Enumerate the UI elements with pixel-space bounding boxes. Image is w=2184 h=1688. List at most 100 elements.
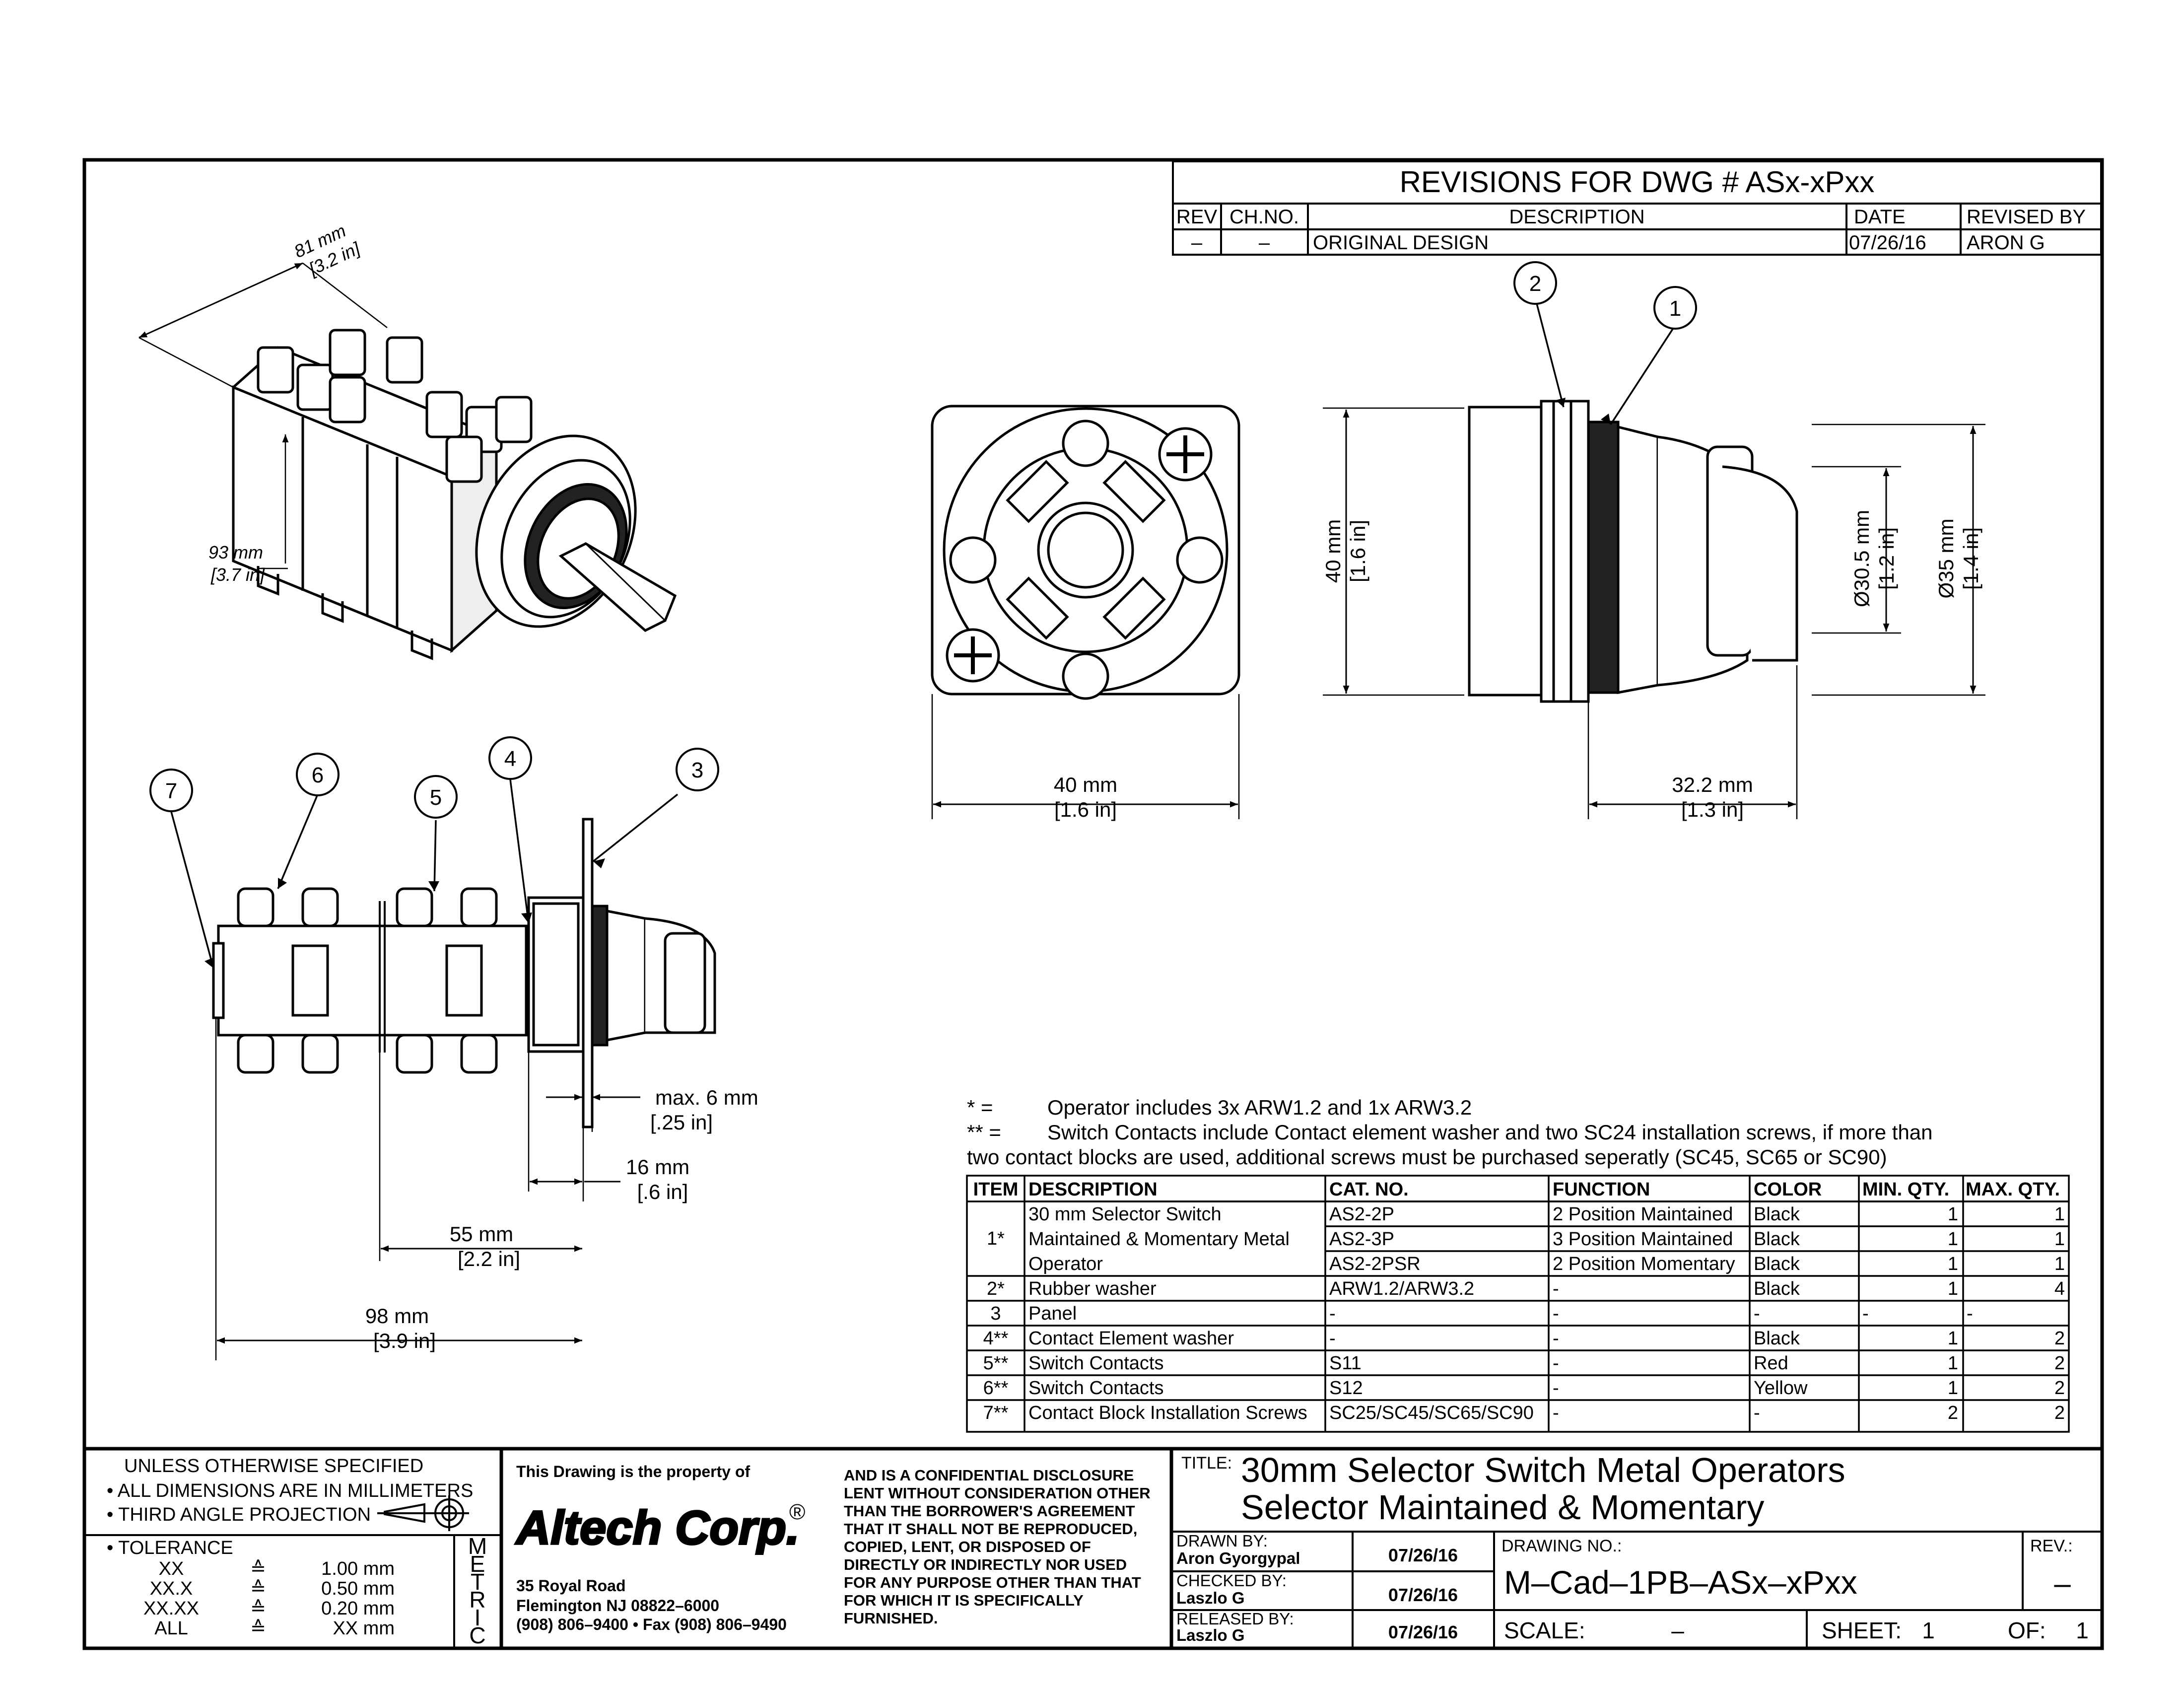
svg-text:0.50 mm: 0.50 mm	[321, 1578, 395, 1599]
rev-header-description: DESCRIPTION	[1509, 206, 1644, 228]
svg-text:-: -	[1553, 1303, 1559, 1324]
released-by-label: RELEASED BY:	[1176, 1610, 1294, 1628]
note-1-symbol: * =	[967, 1096, 993, 1119]
dim-front-width: 40 mm	[1054, 773, 1117, 796]
dim-dia2: Ø35 mm	[1934, 518, 1958, 598]
unless-specified: UNLESS OTHERWISE SPECIFIED	[124, 1456, 423, 1477]
drawing-no: M–Cad–1PB–ASx–xPxx	[1504, 1564, 1857, 1601]
title-label: TITLE:	[1181, 1454, 1232, 1473]
svg-text:E: E	[470, 1551, 485, 1577]
svg-text:-: -	[1553, 1403, 1559, 1423]
rev-header-date: DATE	[1854, 206, 1906, 228]
svg-text:2 Position Maintained: 2 Position Maintained	[1553, 1204, 1733, 1225]
released-by: Laszlo G	[1176, 1626, 1245, 1644]
sheet-value: 1	[1922, 1618, 1935, 1643]
bom-row-5: 5** Switch Contacts S11 - Red 1 2	[983, 1353, 2065, 1374]
svg-text:1: 1	[1948, 1229, 1958, 1250]
bom-header-color: COLOR	[1754, 1179, 1822, 1200]
svg-text:Rubber washer: Rubber washer	[1028, 1278, 1157, 1299]
svg-text:4**: 4**	[983, 1328, 1009, 1349]
scale-label: SCALE:	[1504, 1618, 1585, 1643]
svg-text:≙: ≙	[250, 1598, 266, 1619]
svg-text:AS2-2P: AS2-2P	[1329, 1204, 1394, 1225]
svg-text:1: 1	[2054, 1204, 2065, 1225]
address-line-3: (908) 806–9400 • Fax (908) 806–9490	[516, 1616, 787, 1633]
svg-text:THAT IT SHALL NOT BE REPR: THAT IT SHALL NOT BE REPRODUCED,	[844, 1520, 1137, 1538]
svg-text:-: -	[1553, 1353, 1559, 1374]
svg-text:2*: 2*	[987, 1278, 1005, 1299]
svg-text:3 Position Maintained: 3 Position Maintained	[1553, 1229, 1733, 1250]
balloon-5: 5	[414, 775, 458, 819]
dim-dia1-in: [1.2 in]	[1875, 527, 1898, 590]
svg-text:1: 1	[2054, 1254, 2065, 1274]
svg-text:SC25/SC45/SC65/SC90: SC25/SC45/SC65/SC90	[1329, 1403, 1534, 1423]
rev-header-chno: CH.NO.	[1229, 206, 1299, 228]
svg-text:S11: S11	[1329, 1353, 1362, 1374]
dim-side-length-in: [1.3 in]	[1681, 798, 1744, 821]
svg-text:XX: XX	[159, 1558, 184, 1579]
balloon-4: 4	[488, 736, 532, 780]
svg-text:1: 1	[1948, 1378, 1958, 1399]
bom-header-max-qty: MAX. QTY.	[1966, 1179, 2060, 1200]
checked-by-label: CHECKED BY:	[1176, 1571, 1287, 1590]
metric-label: M E T R I C	[468, 1533, 487, 1648]
svg-text:2: 2	[2054, 1353, 2065, 1374]
rev-cell-chno: –	[1259, 232, 1270, 254]
dim-dia1: Ø30.5 mm	[1850, 510, 1873, 607]
svg-text:-: -	[1329, 1303, 1336, 1324]
svg-text:THAN THE BORROWER'S AGREEME: THAN THE BORROWER'S AGREEMENT	[844, 1502, 1135, 1520]
rev-cell-date: 07/26/16	[1849, 232, 1926, 254]
note-1: Operator includes 3x ARW1.2 and 1x ARW3.…	[1047, 1096, 1472, 1119]
bom-table	[966, 1175, 2070, 1433]
svg-text:Red: Red	[1754, 1353, 1788, 1374]
rev-value: –	[2054, 1567, 2071, 1600]
svg-text:Black: Black	[1754, 1328, 1800, 1349]
svg-text:≙: ≙	[250, 1618, 266, 1639]
svg-text:-: -	[1754, 1403, 1760, 1423]
svg-text:-: -	[1553, 1278, 1559, 1299]
of-value: 1	[2076, 1618, 2089, 1643]
svg-text:Black: Black	[1754, 1278, 1800, 1299]
title-line-2: Selector Maintained & Momentary	[1241, 1488, 1764, 1527]
svg-text:Panel: Panel	[1028, 1303, 1077, 1324]
svg-text:Contact Element washer: Contact Element washer	[1028, 1328, 1234, 1349]
svg-text:5**: 5**	[983, 1353, 1009, 1374]
svg-text:R: R	[469, 1587, 485, 1613]
svg-text:2: 2	[2054, 1403, 2065, 1423]
svg-text:S12: S12	[1329, 1378, 1363, 1399]
svg-text:2: 2	[2054, 1328, 2065, 1349]
svg-text:XX.XX: XX.XX	[143, 1598, 199, 1619]
rev-cell-revised-by: ARON G	[1967, 232, 2045, 254]
dim-16: 16 mm	[626, 1155, 689, 1179]
dim-side-height: 40 mm	[1321, 519, 1345, 583]
bom-header-cat-no: CAT. NO.	[1329, 1179, 1409, 1200]
svg-text:LENT WITHOUT CONSIDERATION: LENT WITHOUT CONSIDERATION OTHER	[844, 1484, 1151, 1502]
svg-text:COPIED, LENT, OR DISPOSED: COPIED, LENT, OR DISPOSED OF	[844, 1538, 1091, 1555]
rev-cell-description: ORIGINAL DESIGN	[1313, 232, 1489, 254]
bom-header-item: ITEM	[973, 1179, 1019, 1200]
svg-text:4: 4	[2054, 1278, 2065, 1299]
svg-text:AS2-3P: AS2-3P	[1329, 1229, 1394, 1250]
svg-text:T: T	[471, 1569, 484, 1595]
note-3: two contact blocks are used, additional …	[967, 1145, 1887, 1169]
svg-text:4: 4	[504, 747, 516, 771]
title-line-1: 30mm Selector Switch Metal Operators	[1241, 1451, 1845, 1489]
dim-iso-len: 93 mm	[208, 542, 263, 563]
bom-item1-number: 1*	[987, 1228, 1005, 1249]
address-line-2: Flemington NJ 08822–6000	[516, 1597, 719, 1615]
svg-text:6: 6	[312, 763, 324, 787]
bom-item1-desc-2: Maintained & Momentary Metal	[1028, 1229, 1290, 1250]
svg-text:-: -	[1754, 1303, 1760, 1324]
svg-text:1: 1	[1948, 1278, 1958, 1299]
bom-header-description: DESCRIPTION	[1028, 1179, 1158, 1200]
svg-text:Yellow: Yellow	[1754, 1378, 1808, 1399]
svg-text:Black: Black	[1754, 1254, 1800, 1274]
svg-text:ALL: ALL	[154, 1618, 188, 1639]
dim-max6-in: [.25 in]	[650, 1111, 713, 1134]
svg-text:5: 5	[430, 785, 442, 810]
confidential-text: AND IS A CONFIDENTIAL DISCLOSURE LENT WI…	[844, 1467, 1151, 1627]
svg-text:1: 1	[2054, 1229, 2065, 1250]
dim-front-width-in: [1.6 in]	[1054, 798, 1117, 821]
bom-item1-row-3: AS2-2PSR 2 Position Momentary Black 1 1	[1329, 1254, 2065, 1274]
